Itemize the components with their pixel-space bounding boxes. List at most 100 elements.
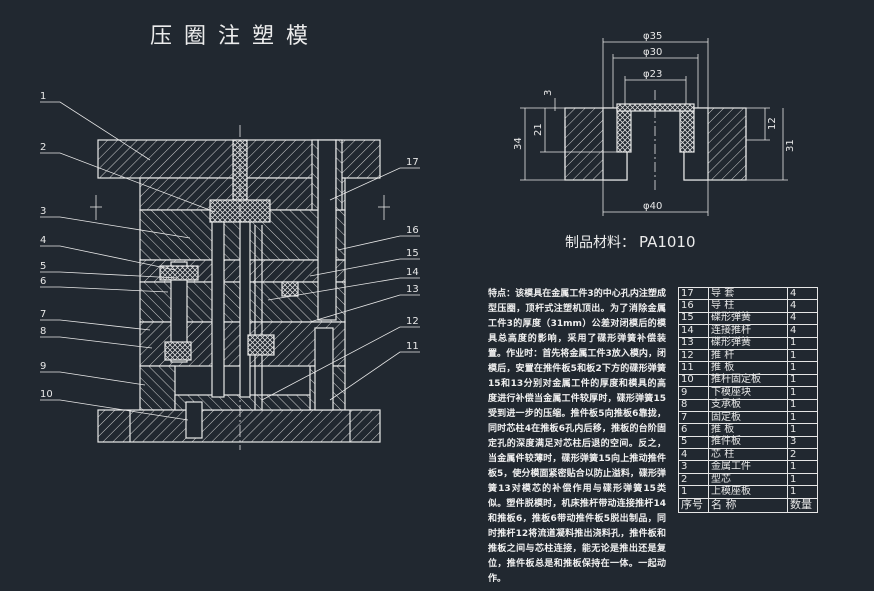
left-spring-bottom [164, 341, 192, 361]
bom-cell-qty: 4 [786, 286, 819, 301]
bom-header-qty: 数量 [786, 497, 819, 513]
bom-cell-qty: 1 [786, 472, 819, 487]
bom-cell-name: 型芯 [708, 472, 788, 487]
dimension-labels: φ35 φ30 φ23 φ40 3 21 34 12 31 [513, 31, 796, 212]
callout: 11 [406, 341, 419, 352]
bom-header-name: 名 称 [708, 497, 788, 513]
bom-cell-qty: 1 [786, 386, 819, 400]
bom-cell-name: 芯 柱 [708, 448, 788, 462]
bom-cell-qty: 1 [786, 361, 819, 375]
callout: 8 [40, 326, 46, 337]
callout: 4 [40, 235, 46, 246]
bom-cell-no: 10 [677, 373, 710, 388]
callout: 14 [406, 267, 419, 278]
bom-cell-qty: 1 [786, 460, 819, 474]
dim-d30: φ30 [643, 47, 662, 58]
part-dimensions [520, 38, 788, 216]
bom-cell-qty: 1 [786, 373, 819, 388]
callout: 16 [406, 225, 419, 236]
callout: 13 [406, 284, 419, 295]
callout: 5 [40, 261, 46, 272]
dim-d35: φ35 [643, 31, 662, 42]
callout: 7 [40, 309, 46, 320]
dim-h21: 21 [533, 123, 544, 136]
leader-lines [40, 101, 420, 421]
callout: 2 [40, 142, 46, 153]
bom-cell-qty: 1 [786, 398, 819, 412]
callout: 17 [406, 157, 419, 168]
left-rod [170, 261, 188, 363]
bom-cell-name: 碟形弹簧 [708, 311, 788, 326]
bom-header-row: 序号名 称数量 [677, 497, 819, 513]
bom-cell-no: 15 [677, 311, 710, 326]
guide-bush-right [335, 139, 343, 211]
bottom-screw [185, 401, 203, 439]
right-spring-top [281, 281, 299, 297]
bom-cell-no: 5 [677, 435, 710, 450]
bom-cell-qty: 1 [786, 423, 819, 437]
core-pin-right [239, 221, 251, 398]
bom-cell-qty: 4 [786, 324, 819, 338]
bom-cell-name: 推件板 [708, 435, 788, 450]
bom-cell-no: 17 [677, 286, 710, 301]
bom-cell-name: 上模座板 [708, 485, 788, 499]
guide-bush [311, 139, 319, 211]
right-spring [247, 334, 275, 356]
bom-cell-no: 3 [677, 460, 710, 474]
dim-h12: 12 [767, 117, 778, 130]
bom-cell-no: 13 [677, 336, 710, 350]
dim-h34: 34 [513, 137, 524, 150]
bom-cell-no: 9 [677, 386, 710, 400]
core-pin [211, 221, 225, 398]
bom-cell-no: 8 [677, 398, 710, 412]
callout: 15 [406, 248, 419, 259]
material-spec: 制品材料：PA1010 [565, 232, 696, 252]
molded-ring-right [679, 107, 695, 153]
callout: 10 [40, 389, 53, 400]
bom-cell-no: 4 [677, 448, 710, 462]
callout: 9 [40, 361, 46, 372]
material-label: 制品材料： [565, 235, 635, 251]
callout-numbers: 1 2 3 4 5 6 7 8 9 10 11 12 13 14 15 16 1… [40, 91, 419, 400]
left-spring-top [159, 265, 199, 281]
bom-cell-name: 金属工件 [708, 460, 788, 474]
bom-cell-no: 14 [677, 324, 710, 338]
bom-cell-qty: 3 [786, 435, 819, 450]
bom-cell-name: 推 杆 [708, 348, 788, 363]
bom-cell-no: 7 [677, 410, 710, 425]
design-notes: 特点：该模具在金属工件3的中心孔内注塑成型压圈，顶杆式注塑机顶出。为了消除金属工… [488, 289, 666, 584]
bom-cell-name: 推 板 [708, 423, 788, 437]
assembly-section [90, 125, 390, 450]
bom-cell-no: 11 [677, 361, 710, 375]
guide-pillar [317, 139, 337, 321]
bom-cell-name: 碟形弹簧 [708, 336, 788, 350]
bom-cell-qty: 1 [786, 485, 819, 499]
dim-d23: φ23 [643, 69, 662, 80]
right-rod [314, 327, 334, 411]
bom-cell-qty: 2 [786, 448, 819, 462]
dim-h31: 31 [785, 139, 796, 152]
callout: 12 [406, 316, 419, 327]
bom-cell-no: 12 [677, 348, 710, 363]
molded-ring-top [616, 103, 695, 112]
bom-header-no: 序号 [677, 497, 710, 513]
bom-cell-qty: 1 [786, 348, 819, 363]
molded-ring-left [616, 107, 632, 153]
callout: 3 [40, 206, 46, 217]
bom-cell-name: 推 板 [708, 361, 788, 375]
bottom-plate [97, 409, 381, 443]
bom-cell-qty: 1 [786, 336, 819, 350]
